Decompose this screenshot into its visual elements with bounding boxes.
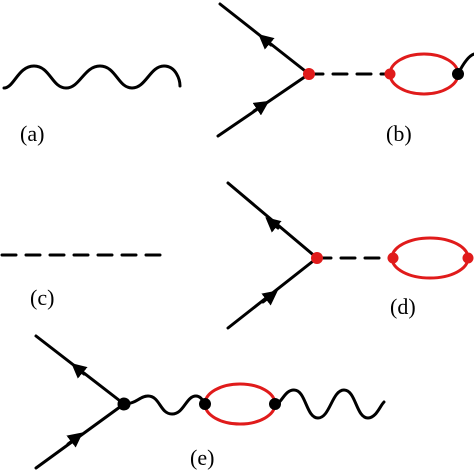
red-vertex — [311, 252, 323, 264]
diagram-a: (a) — [2, 64, 182, 146]
diagram-d: (d) — [226, 181, 474, 330]
arrow-lower — [252, 100, 270, 116]
red-loop — [203, 382, 277, 426]
fermion-line-lower — [34, 402, 126, 470]
wavy-tail — [456, 52, 474, 76]
fermion-line-lower — [226, 256, 319, 330]
arrow-lower — [261, 290, 278, 306]
black-loop-vertex-left — [199, 398, 211, 410]
label-e: (e) — [190, 445, 214, 470]
black-loop-vertex-right — [269, 398, 281, 410]
label-b: (b) — [386, 121, 412, 146]
fermion-line-upper — [226, 181, 319, 260]
black-vertex — [117, 397, 131, 411]
red-loop-vertex-right — [462, 252, 474, 264]
wavy-propagator — [2, 64, 182, 90]
red-loop-vertex-left — [387, 252, 399, 264]
label-d: (d) — [390, 294, 416, 319]
arrow-lower — [66, 432, 83, 448]
arrow-upper — [71, 363, 88, 379]
diagram-b: (b) — [216, 2, 474, 146]
wavy-propagator-right — [273, 388, 386, 420]
red-vertex — [303, 68, 315, 80]
red-loop-vertex — [384, 68, 396, 80]
red-loop — [388, 52, 460, 96]
label-a: (a) — [20, 121, 44, 146]
diagram-c: (c) — [0, 253, 170, 310]
red-loop — [390, 236, 470, 280]
diagram-e: (e) — [34, 334, 386, 470]
arrow-upper — [265, 217, 282, 233]
wavy-propagator-left — [122, 394, 208, 416]
arrow-upper — [258, 34, 275, 50]
label-c: (c) — [30, 285, 54, 310]
